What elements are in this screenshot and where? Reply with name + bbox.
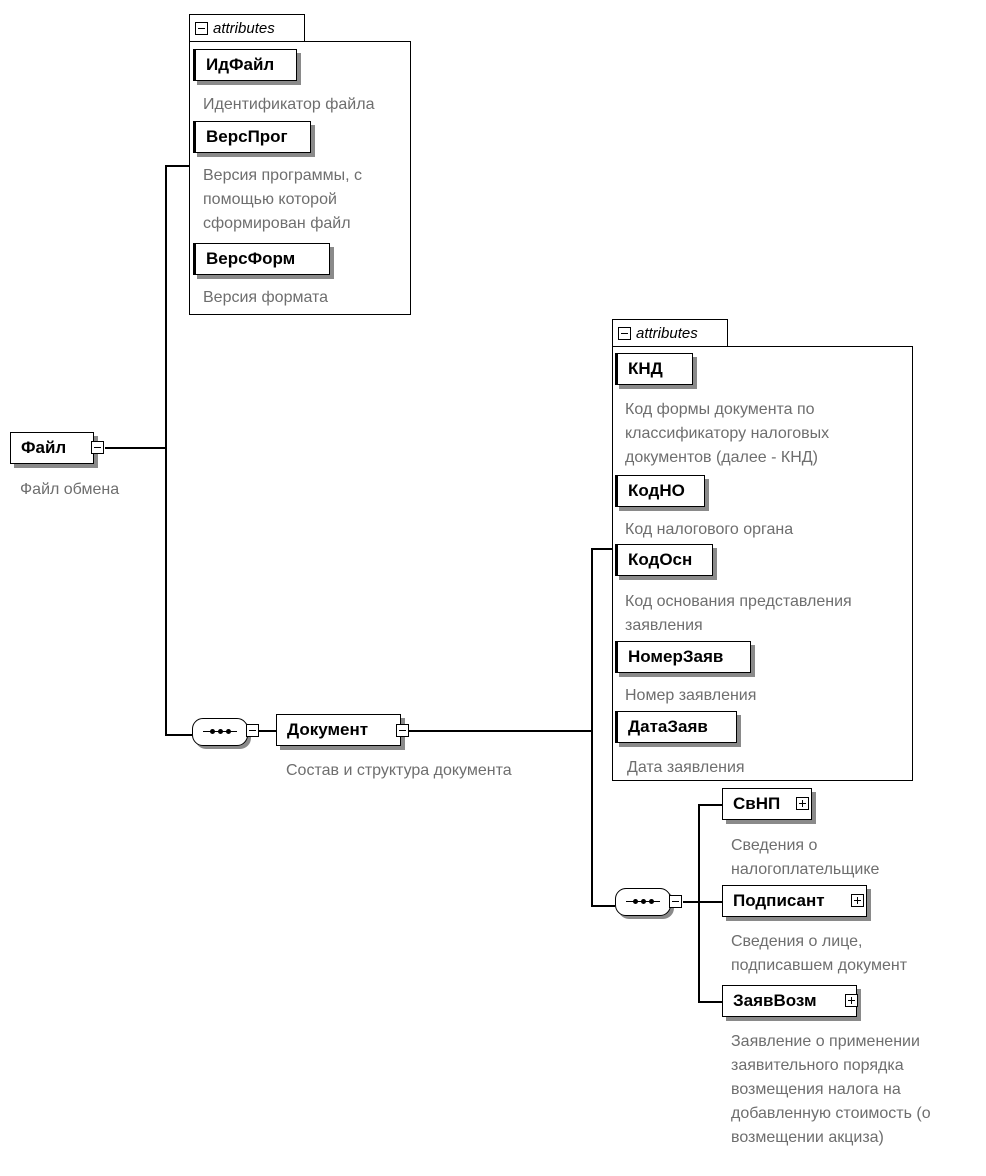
description-line: документов (далее - КНД) (625, 449, 818, 466)
child-element-description: Сведения о налогоплательщике (731, 834, 879, 882)
document-element-description: Состав и структура документа (286, 762, 512, 779)
attributes-group-tab[interactable]: attributes (612, 319, 728, 347)
root-element-name: Файл (21, 438, 67, 457)
connector (698, 804, 722, 806)
description-line: Сведения о (731, 837, 818, 854)
connector (165, 165, 189, 167)
child-element-description: Сведения о лице, подписавшем документ (731, 930, 907, 978)
connector (698, 804, 700, 1002)
description-line: заявления (625, 617, 703, 634)
document-element-node[interactable]: Документ (276, 714, 401, 746)
attributes-group-title: attributes (213, 20, 275, 37)
connector (683, 901, 699, 903)
connector (591, 548, 612, 550)
description-line: помощью которой (203, 191, 337, 208)
attribute-description: Версия программы, с помощью которой сфор… (203, 164, 362, 236)
description-line: Сведения о лице, (731, 933, 863, 950)
attribute-name: ДатаЗаяв (628, 717, 708, 736)
sequence-compositor-icon[interactable] (192, 718, 248, 746)
collapse-icon[interactable] (246, 724, 259, 737)
description-line: заявительного порядка (731, 1057, 904, 1074)
sequence-compositor-icon[interactable] (615, 888, 671, 916)
collapse-icon[interactable] (669, 895, 682, 908)
child-element-node[interactable]: Подписант (722, 885, 867, 917)
expand-icon[interactable] (845, 994, 858, 1007)
attribute-name: ВерсПрог (206, 127, 288, 146)
attribute-name: КодОсн (628, 550, 693, 569)
attribute-node[interactable]: ДатаЗаяв (615, 711, 737, 743)
connector (105, 447, 165, 449)
attribute-description: Версия формата (203, 289, 329, 306)
description-line: возмещении акциза) (731, 1129, 884, 1146)
collapse-icon[interactable] (618, 327, 631, 340)
attribute-node[interactable]: ИдФайл (193, 49, 297, 81)
attribute-name: ИдФайл (206, 55, 275, 74)
attribute-node[interactable]: ВерсПрог (193, 121, 311, 153)
attributes-group-tab[interactable]: attributes (189, 14, 305, 42)
attribute-name: ВерсФорм (206, 249, 296, 268)
description-line: налогоплательщике (731, 861, 880, 878)
description-line: классификатору налоговых (625, 425, 830, 442)
attribute-node[interactable]: НомерЗаяв (615, 641, 751, 673)
child-element-name: ЗаявВозм (733, 991, 817, 1010)
attribute-node[interactable]: ВерсФорм (193, 243, 330, 275)
connector (698, 901, 722, 903)
attribute-name: КодНО (628, 481, 685, 500)
attribute-node[interactable]: КНД (615, 353, 693, 385)
collapse-icon[interactable] (396, 724, 409, 737)
connector (259, 730, 276, 732)
child-element-node[interactable]: ЗаявВозм (722, 985, 857, 1017)
child-element-description: Заявление о применении заявительного пор… (731, 1030, 931, 1150)
attribute-description: Номер заявления (625, 687, 757, 704)
connector (591, 905, 615, 907)
child-element-name: СвНП (733, 794, 781, 813)
description-line: сформирован файл (203, 215, 351, 232)
attribute-name: КНД (628, 359, 663, 378)
attribute-description: Идентификатор файла (203, 96, 375, 113)
description-line: Код формы документа по (625, 401, 815, 418)
attribute-description: Дата заявления (627, 759, 745, 776)
description-line: Код основания представления (625, 593, 852, 610)
connector (591, 548, 593, 905)
connector (698, 1001, 722, 1003)
collapse-icon[interactable] (91, 441, 104, 454)
description-line: Заявление о применении (731, 1033, 920, 1050)
description-line: возмещения налога на (731, 1081, 901, 1098)
connector (165, 165, 167, 735)
root-element-description: Файл обмена (20, 481, 120, 498)
attribute-description: Код формы документа по классификатору на… (625, 398, 829, 470)
description-line: Версия программы, с (203, 167, 362, 184)
root-element-node[interactable]: Файл (10, 432, 94, 464)
attribute-node[interactable]: КодОсн (615, 544, 713, 576)
child-element-name: Подписант (733, 891, 825, 910)
connector (165, 734, 192, 736)
attribute-name: НомерЗаяв (628, 647, 724, 666)
attribute-description: Код налогового органа (625, 521, 794, 538)
attribute-node[interactable]: КодНО (615, 475, 705, 507)
expand-icon[interactable] (796, 797, 809, 810)
expand-icon[interactable] (851, 894, 864, 907)
collapse-icon[interactable] (195, 22, 208, 35)
description-line: подписавшем документ (731, 957, 908, 974)
connector (409, 730, 591, 732)
description-line: добавленную стоимость (о (731, 1105, 931, 1122)
attribute-description: Код основания представления заявления (625, 590, 852, 638)
attributes-group-title: attributes (636, 325, 698, 342)
document-element-name: Документ (287, 720, 369, 739)
